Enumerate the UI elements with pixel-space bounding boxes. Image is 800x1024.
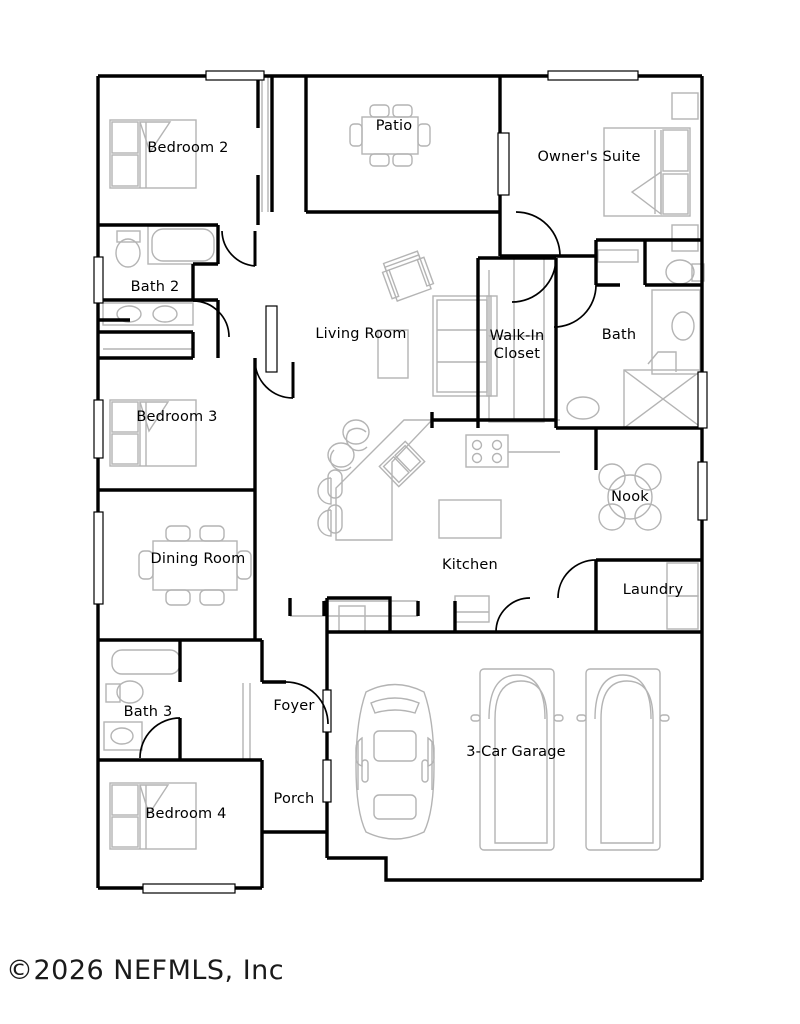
room-label-foyer: Foyer [273,698,314,714]
door-bedroom3 [254,359,294,399]
toilet-tank [116,230,141,243]
nightstand-top [671,92,699,120]
room-label-dining-room: Dining Room [151,551,246,567]
room-label-bath-3: Bath 3 [124,704,173,720]
wall-pantry-box [327,596,392,632]
sink [378,440,426,488]
armchair [381,250,435,302]
door-foyer-entry [285,681,329,725]
room-label-walk-in-closet-2: Closet [494,346,540,362]
fixtures-bath-2 [102,225,219,350]
room-label-bedroom-4: Bedroom 4 [145,806,226,822]
car-outline-2 [470,668,564,851]
room-label-patio: Patio [376,118,413,134]
kitchen-island [335,419,434,541]
room-label-laundry: Laundry [623,582,684,598]
nightstand-bottom [671,224,699,252]
window-garage-left-b [322,759,332,803]
bathtub [151,228,215,262]
door-owners-suite [515,211,561,257]
sink-left [116,305,142,323]
nook-table [607,474,653,520]
sink-owners [671,311,695,341]
car-detailed [355,683,435,840]
coffee-table [377,329,409,379]
furniture-patio [349,104,431,167]
kitchen-table [438,499,502,539]
window-ownersuite-top [547,70,639,81]
furniture-layer [102,76,705,851]
sink-secondary [566,396,600,420]
door-bath3 [139,717,181,759]
bed-owners-suite [603,92,699,252]
wall-garage-bottom-step [327,856,702,882]
room-label-bath-2: Bath 2 [131,279,180,295]
door-walk-in-closet [511,257,557,303]
window-dining-left [93,511,104,605]
room-label-bath-owners: Bath [602,327,637,343]
door-laundry [557,559,597,599]
vanity-owners [651,289,701,375]
sink-3 [110,727,134,745]
window-bedroom4-bottom [142,883,236,894]
vanity-3 [103,721,143,751]
room-label-bedroom-2: Bedroom 2 [147,140,228,156]
window-nook-right [697,461,708,521]
cooktop [465,434,509,468]
room-label-living-room: Living Room [315,326,406,342]
room-label-kitchen: Kitchen [442,557,498,573]
room-label-porch: Porch [274,791,315,807]
room-label-walk-in-closet: Walk-In [490,328,545,344]
window-patio-door-right [497,132,510,196]
room-labels-layer: Bedroom 2 Bath 2 Bedroom 3 Dining Room B… [124,118,684,822]
door-garage-entry [495,597,531,633]
vanity-counter [102,302,194,326]
toilet-bowl [115,238,141,268]
room-label-garage: 3-Car Garage [466,744,566,760]
door-hall-bath2 [192,300,230,338]
bed-bedroom-2 [109,119,197,189]
furniture-nook [598,463,662,531]
toilet-tank-3 [105,683,121,703]
doors-layer [139,211,597,759]
furniture-dining-room [138,525,252,606]
car-outline-3 [576,668,670,851]
window-hall-interior [265,305,278,373]
toilet-tank-owners [691,263,705,282]
toilet-bowl-3 [116,680,144,704]
bar-stools [317,419,370,537]
appliances-laundry [666,562,699,630]
windows-layer [93,70,708,894]
room-label-nook: Nook [611,489,649,505]
window-right-ownerbath [697,371,708,429]
window-bedroom2-top [205,70,265,81]
room-label-bedroom-3: Bedroom 3 [136,409,217,425]
bed-bedroom-3 [109,399,197,467]
copyright-notice: ©2026 NEFMLS, Inc [6,955,285,986]
window-bedroom3-left [93,399,104,459]
door-owners-bath [553,284,597,328]
room-label-owners-suite: Owner's Suite [537,149,640,165]
sink-right [152,305,178,323]
door-bath2 [221,230,256,267]
bed-bedroom-4 [109,782,197,850]
window-bath2-left [93,256,104,304]
window-garage-left-a [322,689,332,733]
